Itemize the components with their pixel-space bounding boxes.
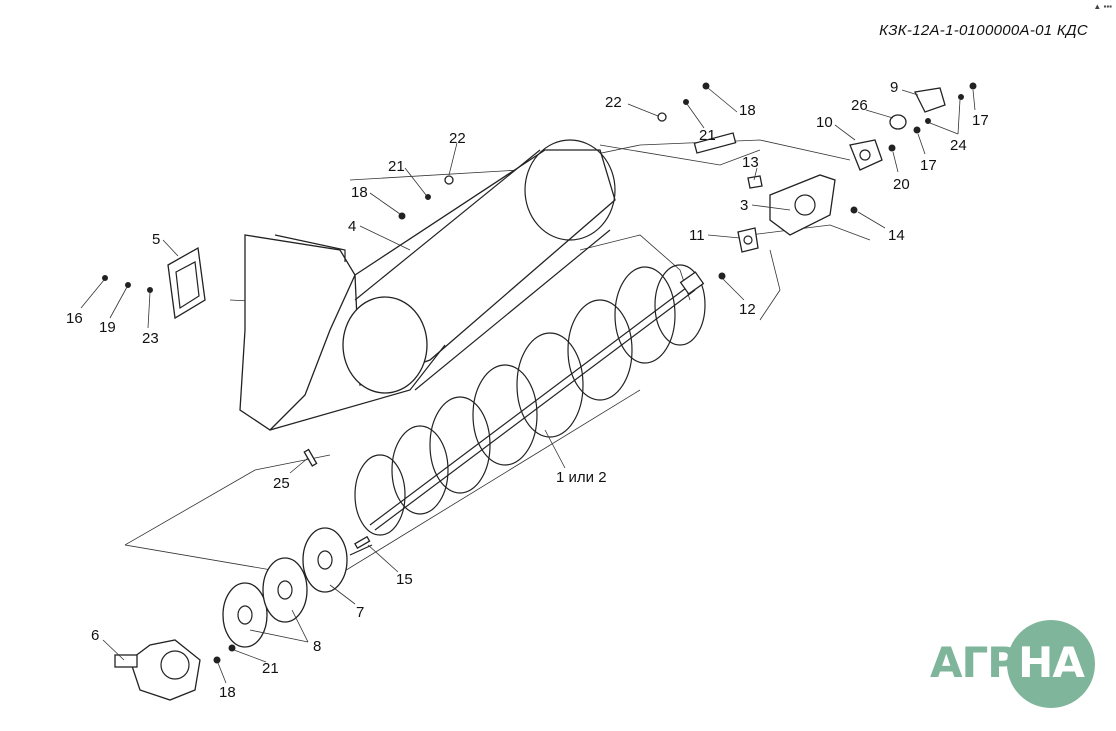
fasteners [102,82,977,664]
callout-22b: 22 [449,130,466,147]
bearing-26 [889,114,907,130]
auger-flights [354,264,706,536]
agronka-logo: АГРО НА [930,618,1100,713]
callout-labels: 1 или 2 3 4 5 6 7 8 9 10 11 12 13 14 15 … [66,79,989,701]
callout-18a: 18 [739,102,756,119]
callout-3: 3 [740,197,748,214]
callout-12: 12 [739,301,756,318]
callout-20: 20 [893,176,910,193]
callout-7: 7 [356,604,364,621]
callout-11: 11 [689,227,705,244]
hopper-housing [239,139,616,431]
disc-8a [222,582,268,648]
callout-21b: 21 [388,158,405,175]
callout-13: 13 [742,154,759,171]
logo-circle: НА [1007,620,1095,708]
flange-10 [849,139,883,171]
bearing-assembly [693,87,946,253]
disc-7 [302,527,348,593]
callout-15: 15 [396,571,413,588]
housing-9 [914,87,946,113]
callout-22a: 22 [605,94,622,111]
discs [222,527,373,648]
callout-18c: 18 [219,684,236,701]
callout-5: 5 [152,231,160,248]
callout-4: 4 [348,218,356,235]
flange-11 [737,227,759,253]
callout-17a: 17 [972,112,989,129]
plug-13 [747,175,763,189]
callout-8: 8 [313,638,321,655]
callout-6: 6 [91,627,99,644]
logo-circle-text: НА [1018,638,1085,687]
callout-23: 23 [142,330,159,347]
drive-gearbox [114,639,201,701]
callout-21a: 21 [699,127,716,144]
callout-10: 10 [816,114,833,131]
leader-lines [80,87,976,684]
document-code: КЗК-12А-1-0100000А-01 КДС [879,22,1088,39]
bracket-3 [769,174,836,236]
callout-17b: 17 [920,157,937,174]
callout-1: 1 или 2 [556,469,607,486]
callout-19: 19 [99,319,116,336]
callout-21c: 21 [262,660,279,677]
callout-14: 14 [888,227,905,244]
callout-26: 26 [851,97,868,114]
cylinder-front-opening [342,296,428,394]
callout-9: 9 [890,79,898,96]
callout-24: 24 [950,137,967,154]
inspection-flange [167,246,206,320]
disc-8b [262,557,308,623]
callout-18b: 18 [351,184,368,201]
callout-25: 25 [273,475,290,492]
corner-mark: ▲ ▪▪▪ [1093,2,1112,11]
callout-16: 16 [66,310,83,327]
